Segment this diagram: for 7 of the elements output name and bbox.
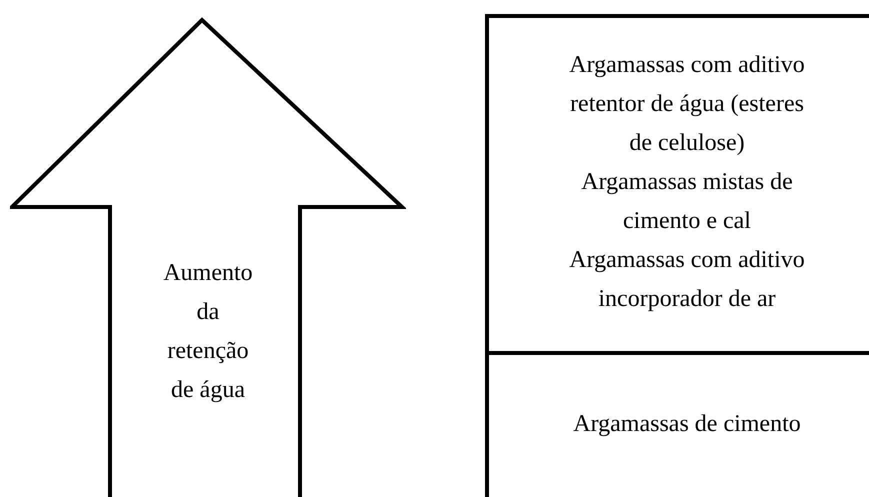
category-label: Argamassas de cimento [572,410,802,439]
arrow-label: Aumento da retenção de água [162,259,254,405]
category-band [485,351,869,497]
category-band [485,14,869,354]
category-label: Argamassas mistas de cimento e cal [580,168,794,236]
category-label: Argamassas com aditivo incorporador de ar [568,246,806,314]
category-label: Argamassas com aditivo retentor de água (esteres de celulose) [568,51,806,158]
